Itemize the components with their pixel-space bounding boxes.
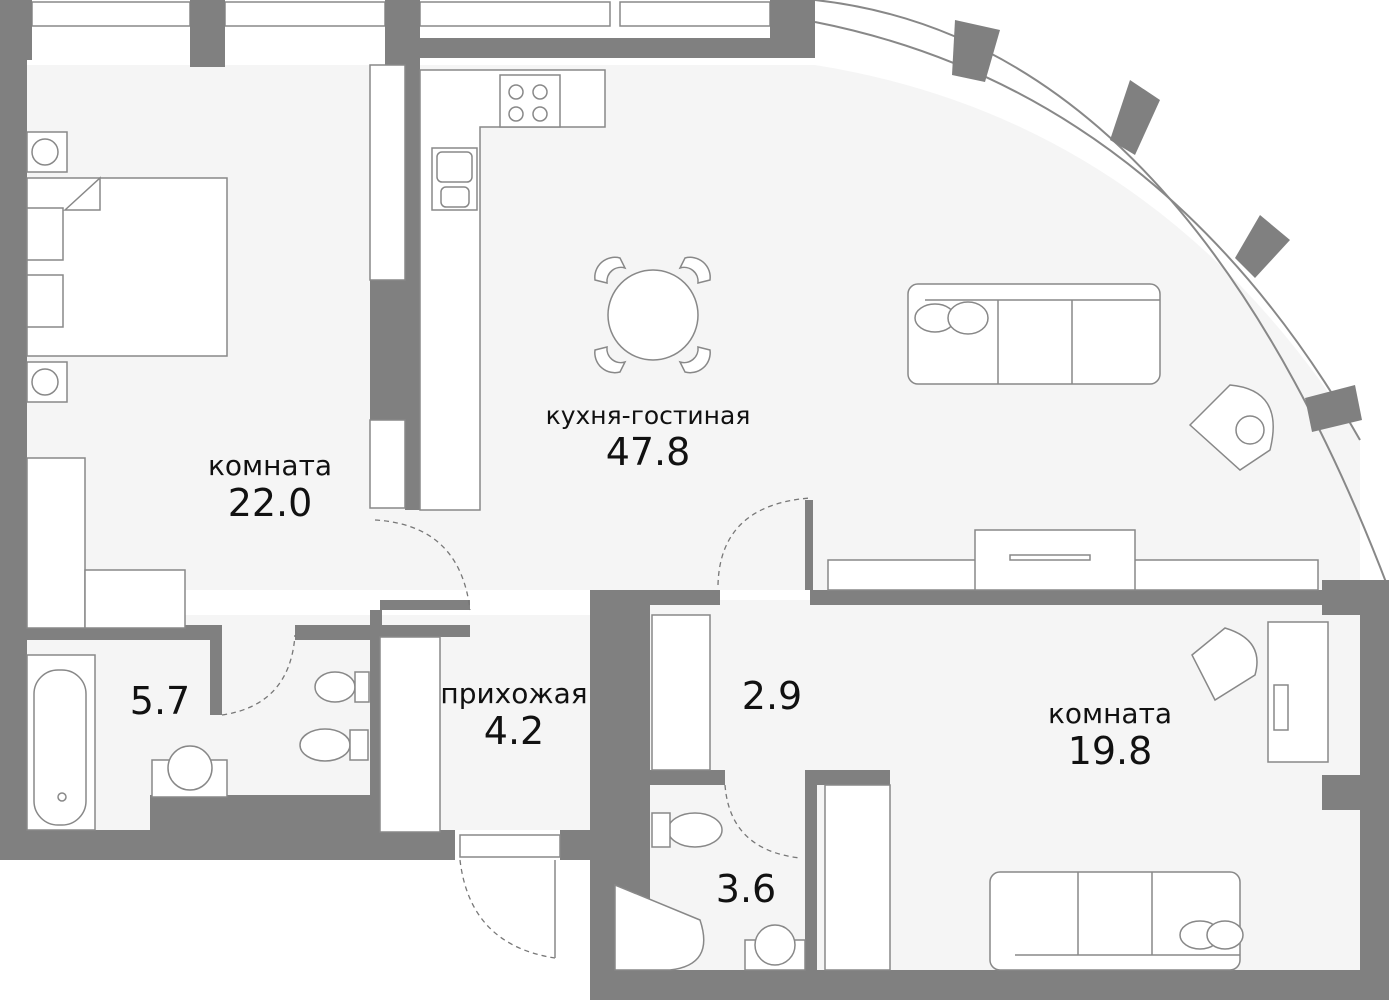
room-name: прихожая [440,677,588,710]
bedroom2-furniture [824,621,1329,971]
room-bedroom-1: комната 22.0 [207,449,333,526]
room-area: 22.0 [227,481,313,526]
dining-table [594,256,711,374]
room-area: 3.6 [715,867,777,911]
room-bedroom-2: комната 19.8 [1047,697,1173,774]
doors [221,497,811,959]
room-bathroom-2: 3.6 [715,867,777,912]
room-closet: 2.9 [741,674,803,719]
tv-stand [827,529,1319,591]
corner-bath [614,883,705,971]
kitchen-unit [419,69,606,511]
sink [151,745,806,971]
bed [26,131,228,403]
room-area: 4.2 [483,709,545,754]
room-area: 2.9 [741,674,803,718]
bathtub [26,654,96,831]
room-bathroom-1: 5.7 [129,679,191,724]
room-area: 19.8 [1067,729,1153,774]
room-name: комната [207,449,333,482]
room-area: 5.7 [129,679,191,723]
wardrobe [26,64,711,833]
room-kitchen-living: кухня-гостиная 47.8 [545,401,751,474]
room-hallway: прихожая 4.2 [440,677,588,754]
room-name: кухня-гостиная [545,401,751,430]
room-area: 47.8 [605,429,691,474]
armchair [1188,384,1274,471]
toilet [299,671,723,848]
sofa [907,283,1161,385]
room-name: комната [1047,697,1173,730]
